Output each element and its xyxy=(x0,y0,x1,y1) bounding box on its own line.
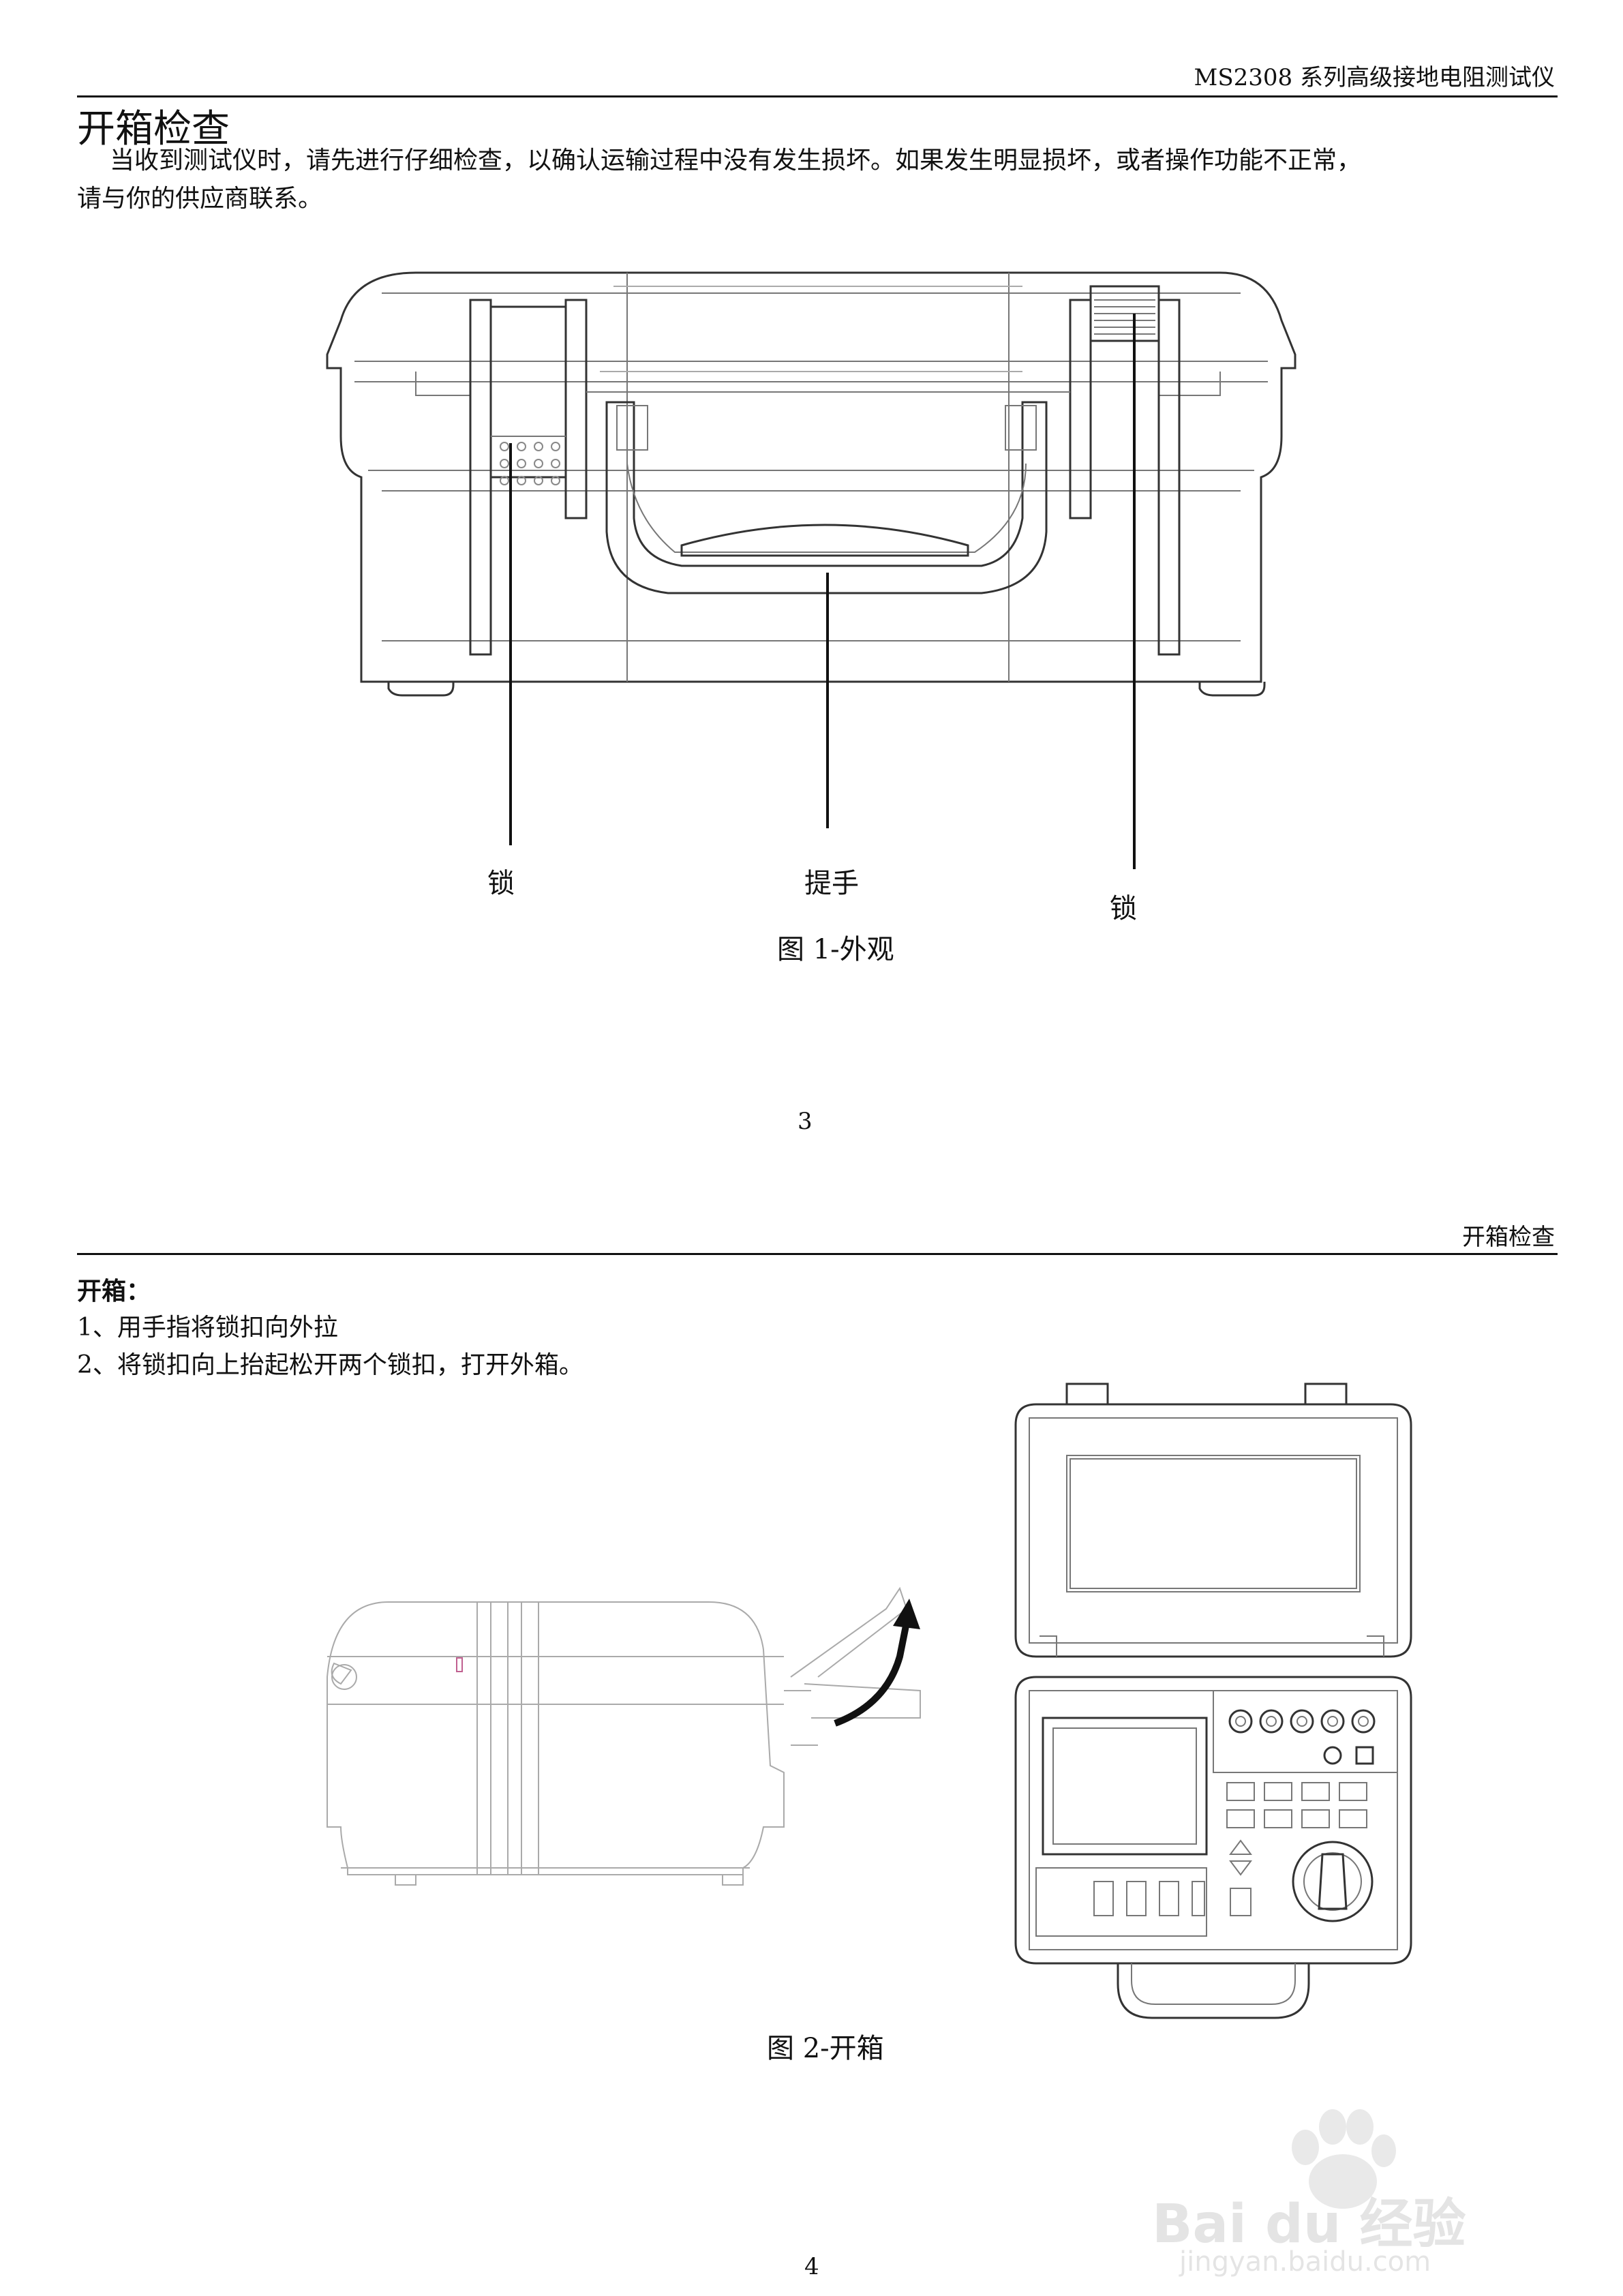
page-number-3: 3 xyxy=(798,1108,813,1135)
baidu-jingyan-watermark: Bai du 经验 jingyan.baidu.com xyxy=(1152,2100,1534,2278)
running-header-page4: 开箱检查 xyxy=(1462,1224,1555,1251)
watermark-url: jingyan.baidu.com xyxy=(1179,2246,1431,2278)
figure-1-caption: 图 1-外观 xyxy=(777,934,894,965)
label-lock-right: 锁 xyxy=(1110,893,1137,924)
intro-line-2: 请与你的供应商联系。 xyxy=(77,185,323,213)
unpacking-subtitle: 开箱： xyxy=(77,1277,151,1305)
header-rule-page4 xyxy=(77,1253,1558,1255)
intro-line-1: 当收到测试仪时，请先进行仔细检查，以确认运输过程中没有发生损坏。如果发生明显损坏… xyxy=(110,147,1362,175)
paw-logo-icon xyxy=(1292,2109,1396,2209)
intro-paragraph: 当收到测试仪时，请先进行仔细检查，以确认运输过程中没有发生损坏。如果发生明显损坏… xyxy=(77,142,1570,218)
page-title: 开箱检查 xyxy=(77,107,230,151)
watermark-logo-text: Bai du 经验 xyxy=(1152,2194,1466,2255)
step-1: 1、用手指将锁扣向外拉 xyxy=(77,1314,338,1342)
header-rule-page3 xyxy=(77,95,1558,97)
step-2: 2、将锁扣向上抬起松开两个锁扣，打开外箱。 xyxy=(77,1351,583,1379)
figure-2-caption: 图 2-开箱 xyxy=(767,2033,884,2064)
label-handle: 提手 xyxy=(804,868,859,899)
label-lock-left: 锁 xyxy=(487,868,515,899)
page-number-4: 4 xyxy=(804,2253,819,2280)
running-header-page3: MS2308 系列高级接地电阻测试仪 xyxy=(1194,64,1555,91)
